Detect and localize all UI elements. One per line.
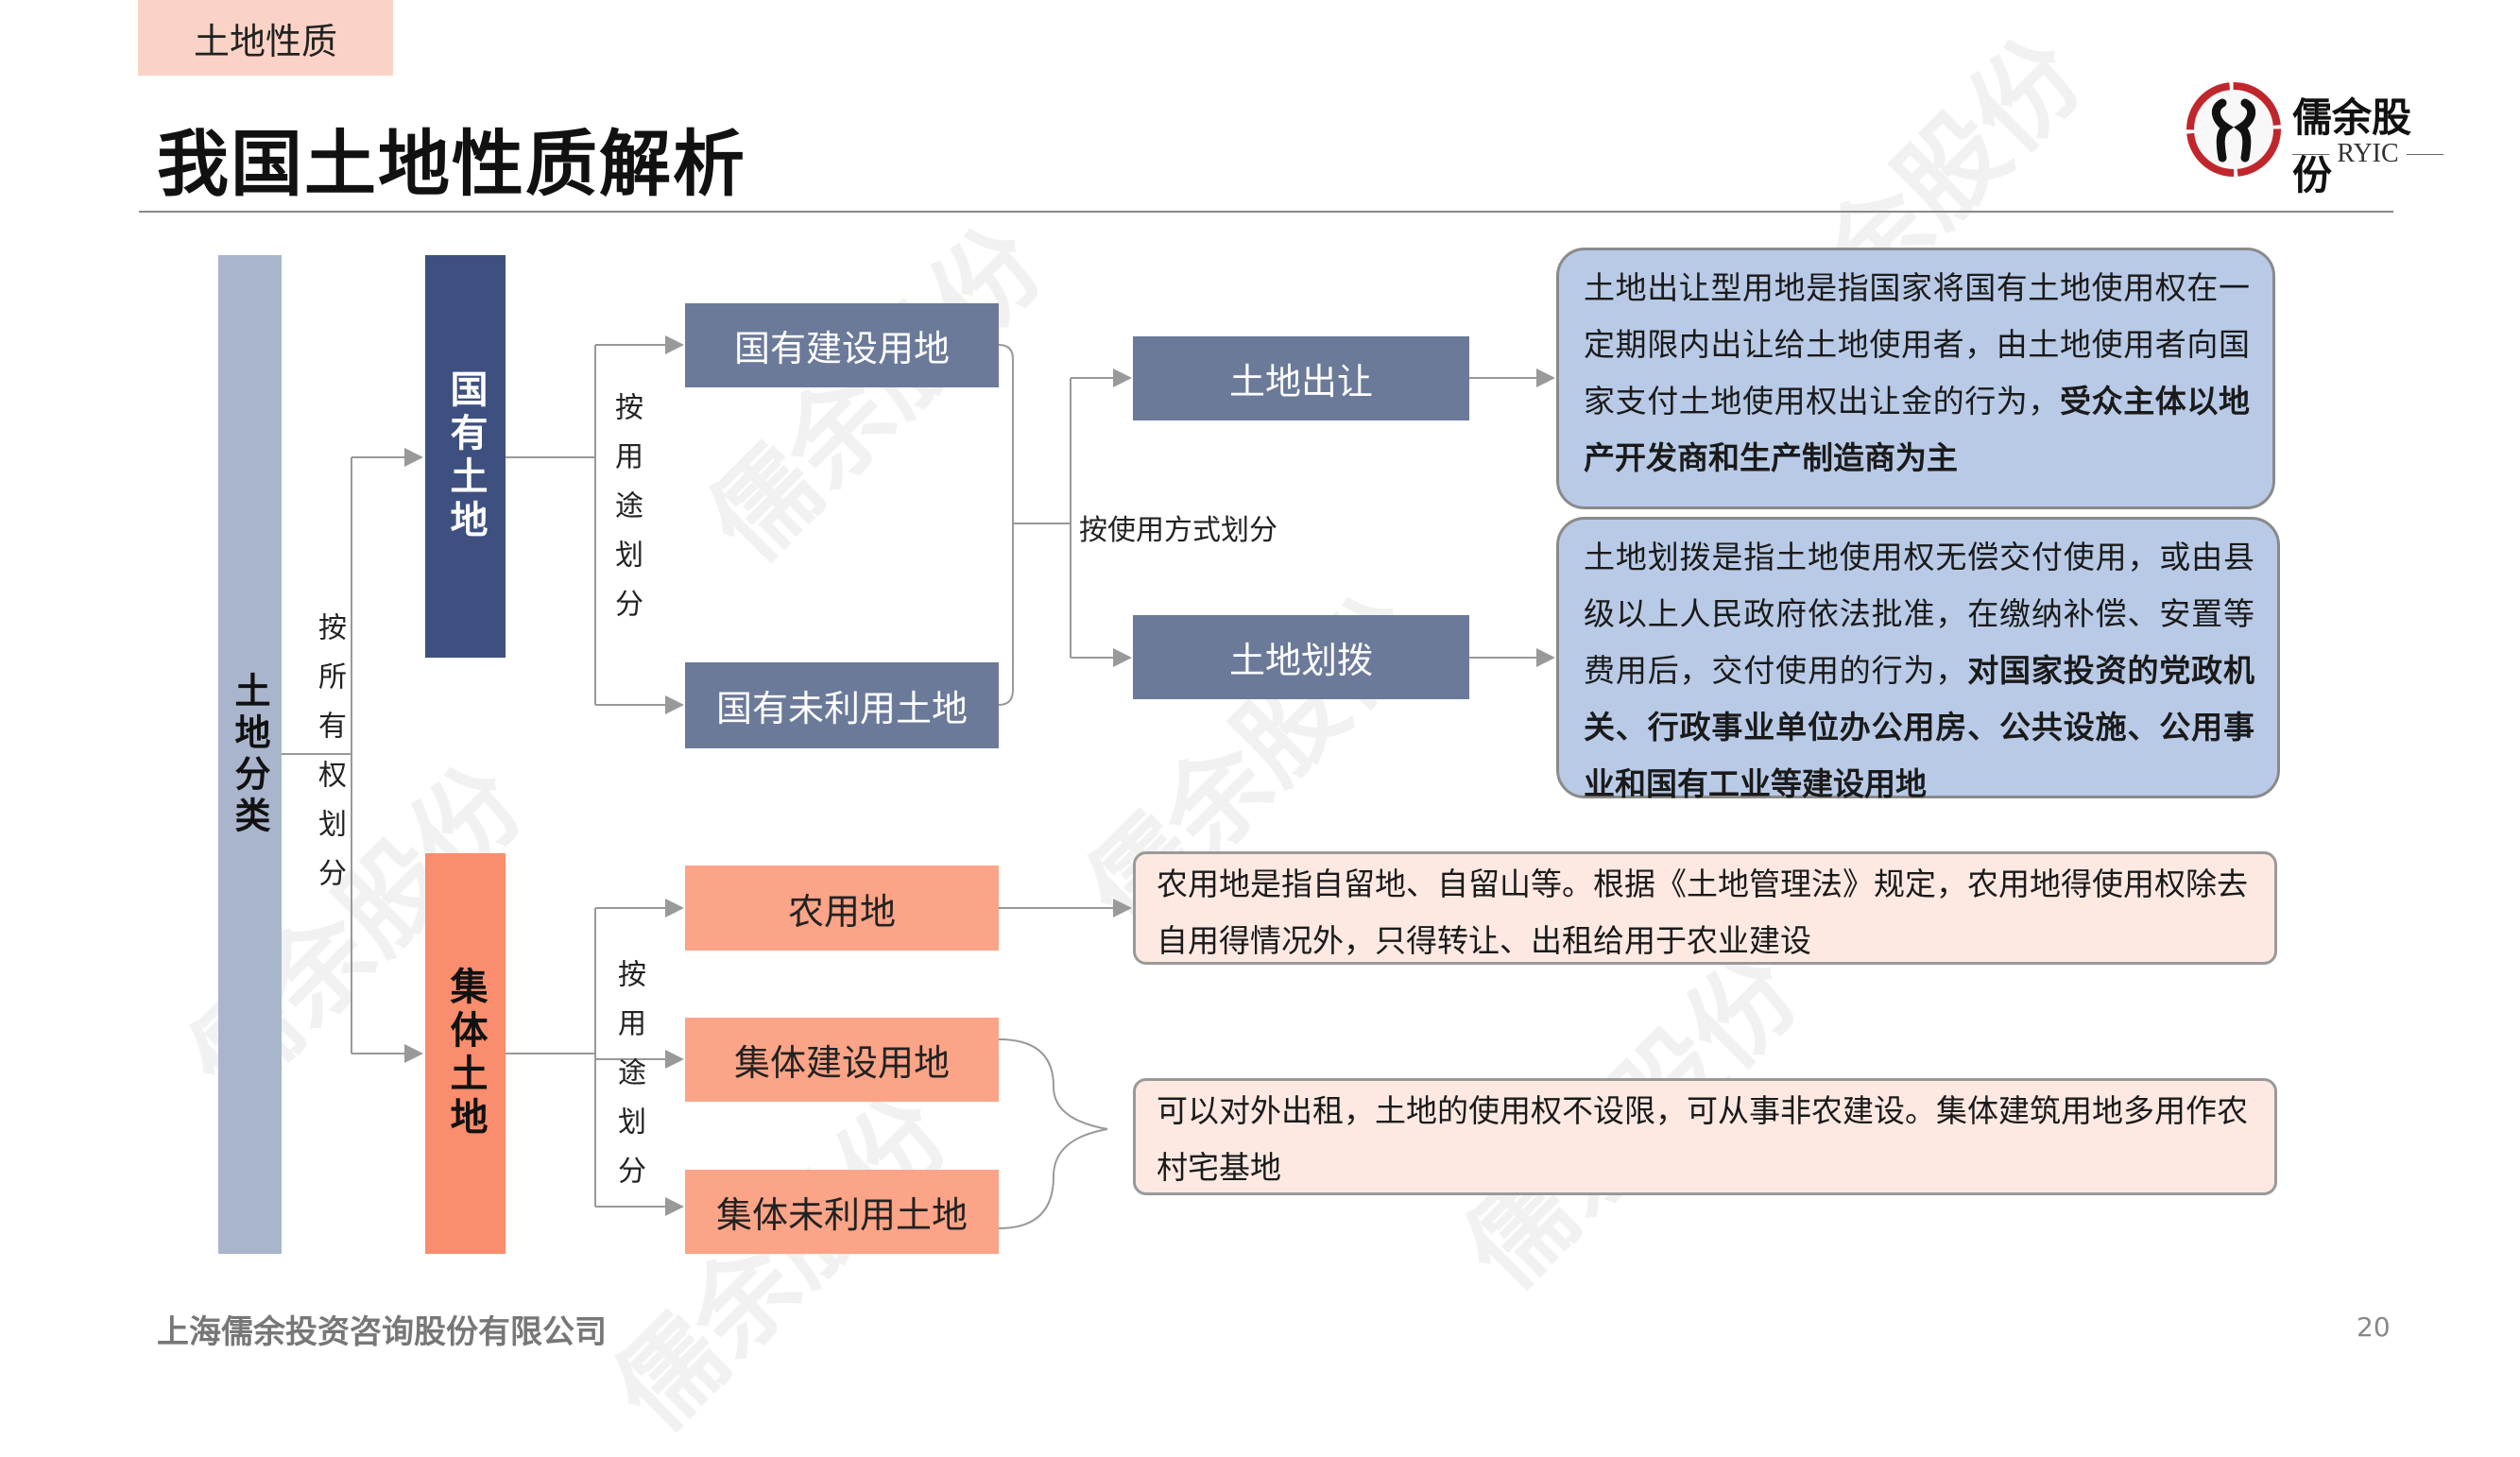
state-land-node: 国有土地 bbox=[425, 255, 506, 658]
by-use-label: 按用途划分 bbox=[609, 392, 643, 638]
transfer-description: 土地出让型用地是指国家将国有土地使用权在一定期限内出让给土地使用者，由土地使用者… bbox=[1556, 248, 2275, 509]
footer-company: 上海儒余投资咨询股份有限公司 bbox=[157, 1313, 607, 1351]
collective-construction-land-node: 集体建设用地 bbox=[685, 1018, 999, 1102]
company-logo: 儒余股份 RYIC bbox=[2185, 80, 2449, 198]
farmland-description: 农用地是指自留地、自留山等。根据《土地管理法》规定，农用地得使用权除去自用得情况… bbox=[1133, 851, 2277, 965]
title-divider bbox=[139, 211, 2393, 213]
desc-text: 土地出让型用地是指国家将国有土地使用权在一定期限内出让给土地使用者，由土地使用者… bbox=[1584, 269, 2250, 420]
farmland-node: 农用地 bbox=[685, 866, 999, 951]
desc-emphasis: 受众主体以地产开发商和生产制造商为主 bbox=[1584, 383, 2251, 476]
land-classification-bar: 土地分类 bbox=[218, 255, 282, 1254]
by-method-label: 按使用方式划分 bbox=[1079, 506, 1277, 548]
collective-unused-land-node: 集体未利用土地 bbox=[685, 1170, 999, 1254]
transfer-node: 土地出让 bbox=[1133, 336, 1469, 420]
allocation-description: 土地划拨是指土地使用权无偿交付使用，或由县级以上人民政府依法批准，在缴纳补偿、安… bbox=[1556, 517, 2280, 802]
collective-land-description: 可以对外出租，土地的使用权不设限，可从事非农建设。集体建筑用地多用作农村宅基地 bbox=[1133, 1078, 2277, 1195]
collective-land-node: 集体土地 bbox=[425, 853, 506, 1254]
desc-text: 土地划拨是指土地使用权无偿交付使用，或由县级以上人民政府依法批准，在缴纳补偿、安… bbox=[1584, 539, 2254, 689]
section-tag: 土地性质 bbox=[138, 0, 393, 76]
by-use-label: 按用途划分 bbox=[612, 959, 645, 1205]
state-unused-land-node: 国有未利用土地 bbox=[685, 662, 999, 748]
allocation-node: 土地划拨 bbox=[1133, 615, 1469, 699]
page-number: 20 bbox=[2357, 1311, 2391, 1343]
desc-emphasis: 对国家投资的党政机关、行政事业单位办公用房、公共设施、公用事业和国有工业等建设用… bbox=[1584, 652, 2255, 802]
connector-lines bbox=[282, 0, 1555, 1229]
logo-subtitle: RYIC bbox=[2337, 139, 2399, 168]
logo-emblem-icon bbox=[2186, 82, 2281, 177]
logo-name: 儒余股份 bbox=[2292, 94, 2412, 198]
state-construction-land-node: 国有建设用地 bbox=[685, 303, 999, 387]
by-ownership-label: 按所有权划分 bbox=[313, 612, 346, 907]
page-title: 我国土地性质解析 bbox=[157, 122, 746, 206]
